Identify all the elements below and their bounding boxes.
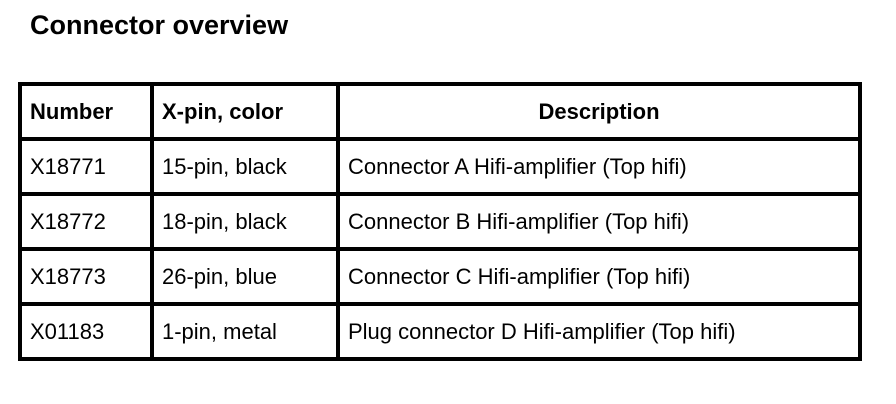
cell-number: X18773 — [18, 247, 154, 306]
column-header-xpin-color: X-pin, color — [150, 82, 340, 141]
table-header: Number X-pin, color Description — [18, 82, 862, 141]
cell-xpin-color: 26-pin, blue — [150, 247, 340, 306]
cell-description: Plug connector D Hifi-amplifier (Top hif… — [336, 302, 862, 361]
table-row: X01183 1-pin, metal Plug connector D Hif… — [18, 302, 862, 361]
table-body: X18771 15-pin, black Connector A Hifi-am… — [18, 137, 862, 361]
table-row: X18771 15-pin, black Connector A Hifi-am… — [18, 137, 862, 196]
cell-description: Connector A Hifi-amplifier (Top hifi) — [336, 137, 862, 196]
table-row: X18772 18-pin, black Connector B Hifi-am… — [18, 192, 862, 251]
cell-xpin-color: 18-pin, black — [150, 192, 340, 251]
cell-xpin-color: 1-pin, metal — [150, 302, 340, 361]
cell-number: X18771 — [18, 137, 154, 196]
table-header-row: Number X-pin, color Description — [18, 82, 862, 141]
column-header-description: Description — [336, 82, 862, 141]
cell-xpin-color: 15-pin, black — [150, 137, 340, 196]
cell-number: X01183 — [18, 302, 154, 361]
column-header-number: Number — [18, 82, 154, 141]
cell-number: X18772 — [18, 192, 154, 251]
connector-overview-table: Number X-pin, color Description X18771 1… — [18, 82, 862, 361]
cell-description: Connector B Hifi-amplifier (Top hifi) — [336, 192, 862, 251]
table-row: X18773 26-pin, blue Connector C Hifi-amp… — [18, 247, 862, 306]
cell-description: Connector C Hifi-amplifier (Top hifi) — [336, 247, 862, 306]
page-title: Connector overview — [30, 10, 289, 40]
